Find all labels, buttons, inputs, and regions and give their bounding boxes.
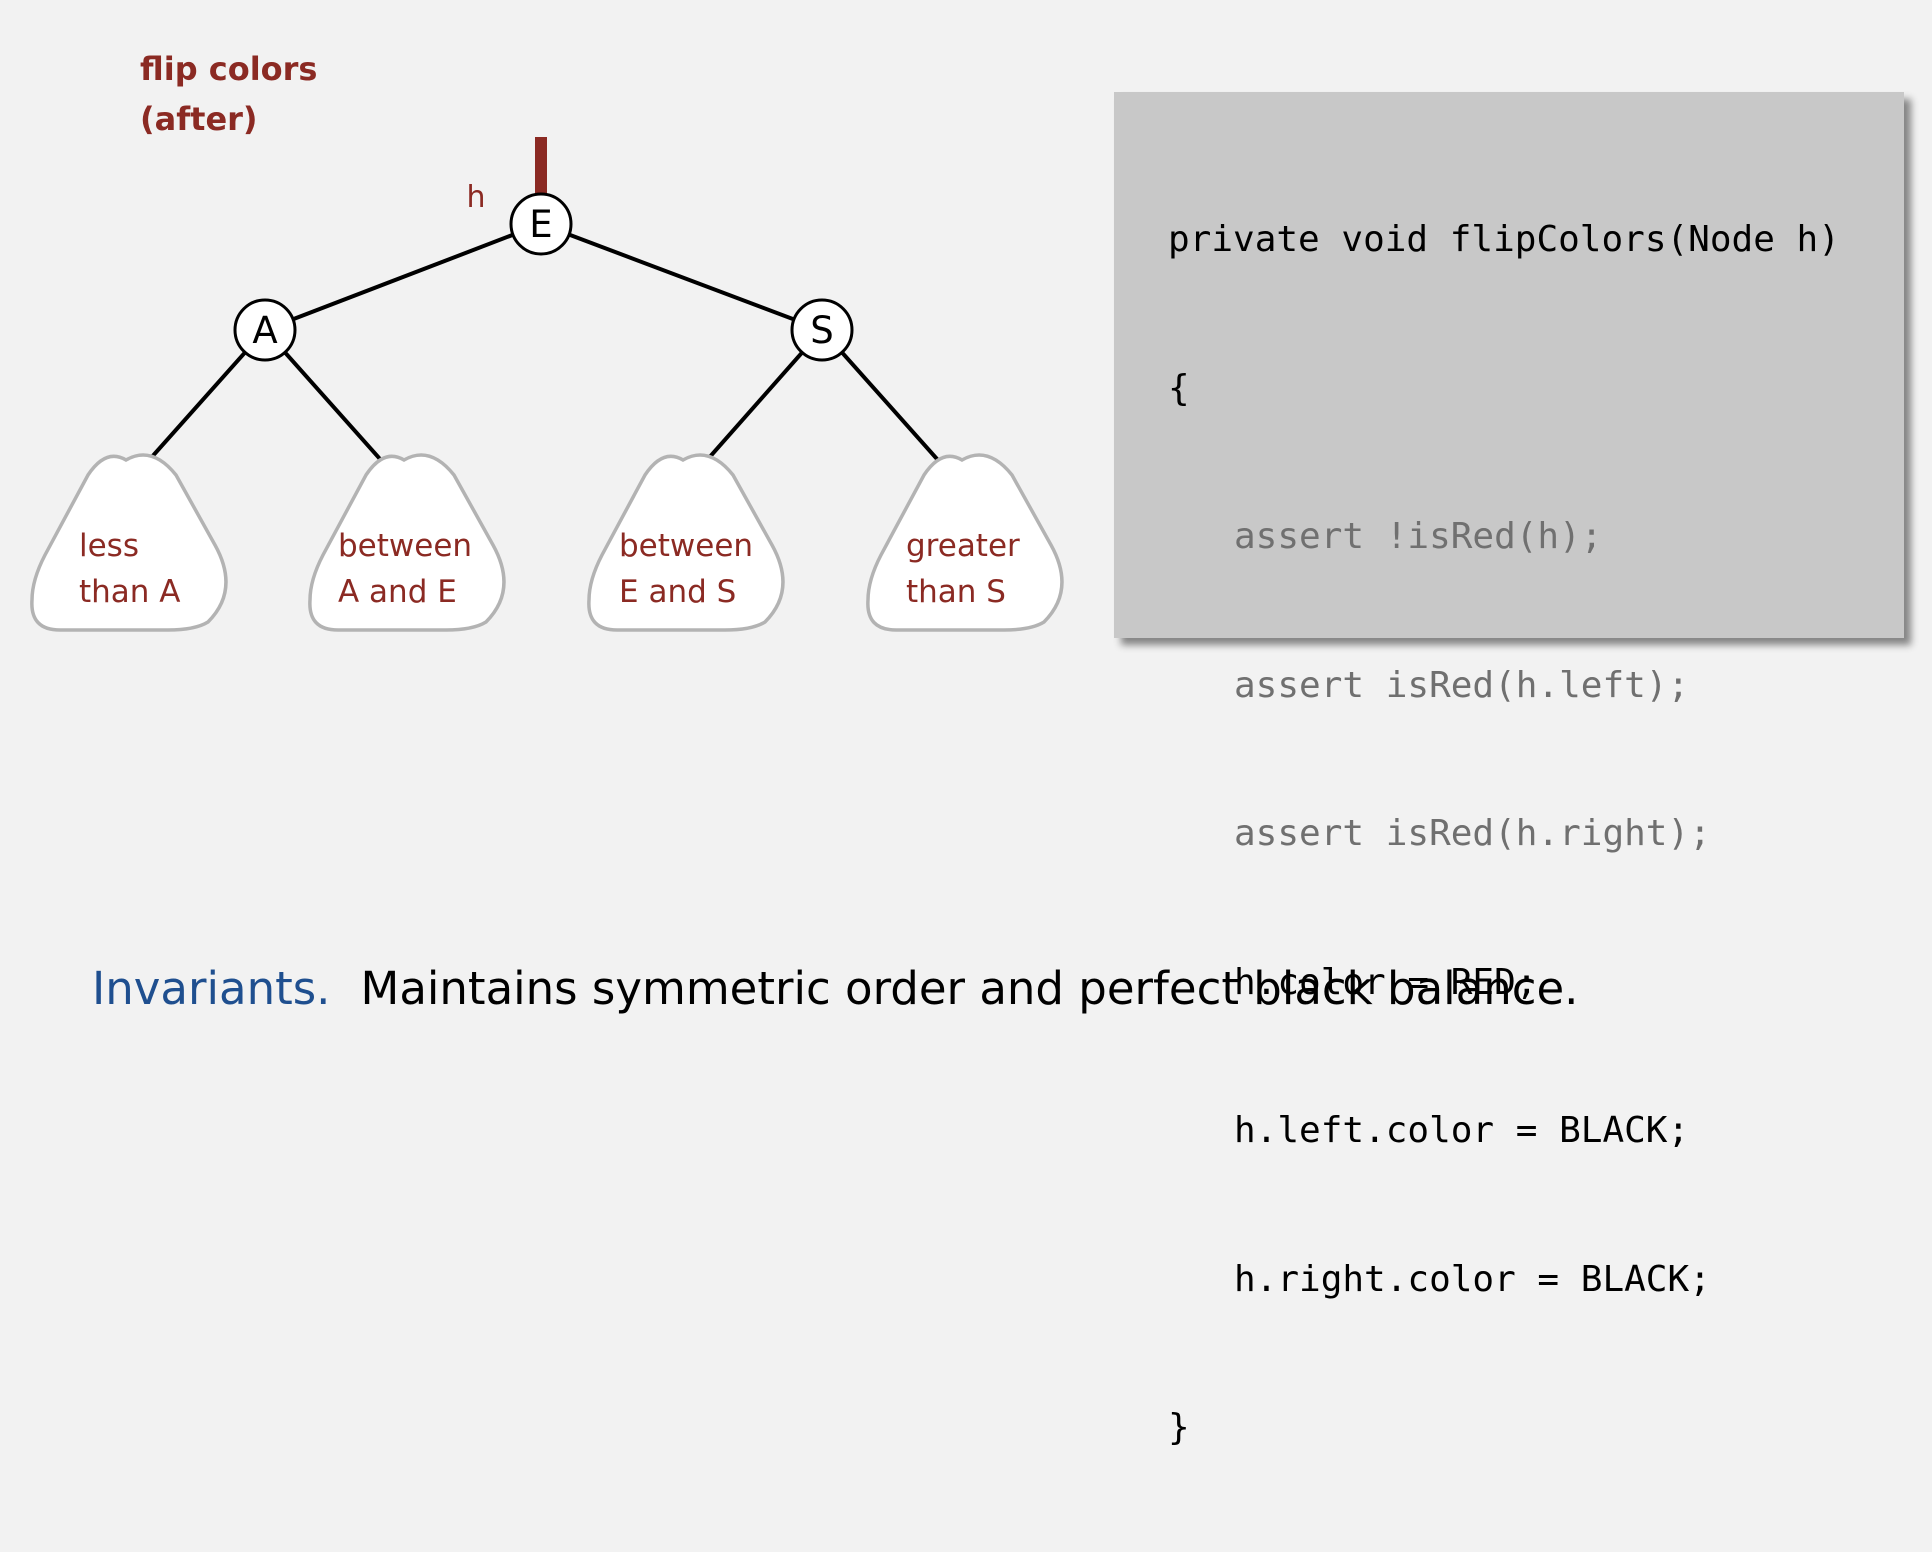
node-e-label: E bbox=[529, 203, 552, 246]
edge-e-s bbox=[540, 222, 823, 332]
subtree-4-line-2: than S bbox=[906, 574, 1006, 610]
footer-keyword: Invariants. bbox=[92, 962, 331, 1015]
code-block: private void flipColors(Node h) { assert… bbox=[1168, 116, 1840, 1552]
node-a-label: A bbox=[252, 309, 277, 352]
subtree-1-line-1: less bbox=[79, 528, 139, 564]
subtree-2-line-2: A and E bbox=[338, 574, 457, 610]
footer-statement: Invariants. Maintains symmetric order and… bbox=[92, 962, 1579, 1015]
subtree-2 bbox=[308, 453, 506, 632]
code-statement-3: h.right.color = BLACK; bbox=[1234, 1258, 1711, 1300]
node-e-circle bbox=[509, 192, 573, 256]
node-a-circle bbox=[233, 298, 297, 362]
subtree-1 bbox=[30, 453, 228, 632]
subtree-2-line-1: between bbox=[338, 528, 472, 564]
code-open-brace: { bbox=[1168, 367, 1190, 409]
title-line-1: flip colors bbox=[140, 50, 318, 88]
node-s-circle bbox=[790, 298, 854, 362]
edge-e-a bbox=[264, 222, 542, 332]
code-statement-1: h.color = RED; bbox=[1234, 961, 1538, 1003]
code-assert-2: assert isRed(h.left); bbox=[1234, 664, 1690, 706]
pointer-label-h: h bbox=[466, 180, 485, 215]
code-panel: private void flipColors(Node h) { assert… bbox=[1114, 92, 1904, 1448]
subtree-4-line-1: greater bbox=[906, 528, 1020, 564]
subtree-3 bbox=[587, 453, 785, 632]
title-line-2: (after) bbox=[140, 100, 258, 138]
code-signature: private void flipColors(Node h) bbox=[1168, 219, 1840, 260]
code-assert-1: assert !isRed(h); bbox=[1234, 516, 1603, 557]
subtree-1-line-2: than A bbox=[79, 574, 181, 610]
tree-diagram: less than A between A and E between E an… bbox=[30, 137, 1064, 632]
code-assert-3: assert isRed(h.right); bbox=[1234, 813, 1711, 854]
footer-text: Maintains symmetric order and perfect bl… bbox=[360, 962, 1579, 1015]
red-link-to-parent bbox=[535, 137, 547, 197]
code-statement-2: h.left.color = BLACK; bbox=[1234, 1110, 1690, 1151]
subtree-3-line-2: E and S bbox=[619, 574, 736, 610]
subtree-3-line-1: between bbox=[619, 528, 753, 564]
slide-title: flip colors (after) bbox=[140, 44, 317, 144]
subtree-4 bbox=[866, 453, 1064, 632]
code-close-brace: } bbox=[1168, 1407, 1190, 1448]
node-s-label: S bbox=[810, 309, 834, 352]
